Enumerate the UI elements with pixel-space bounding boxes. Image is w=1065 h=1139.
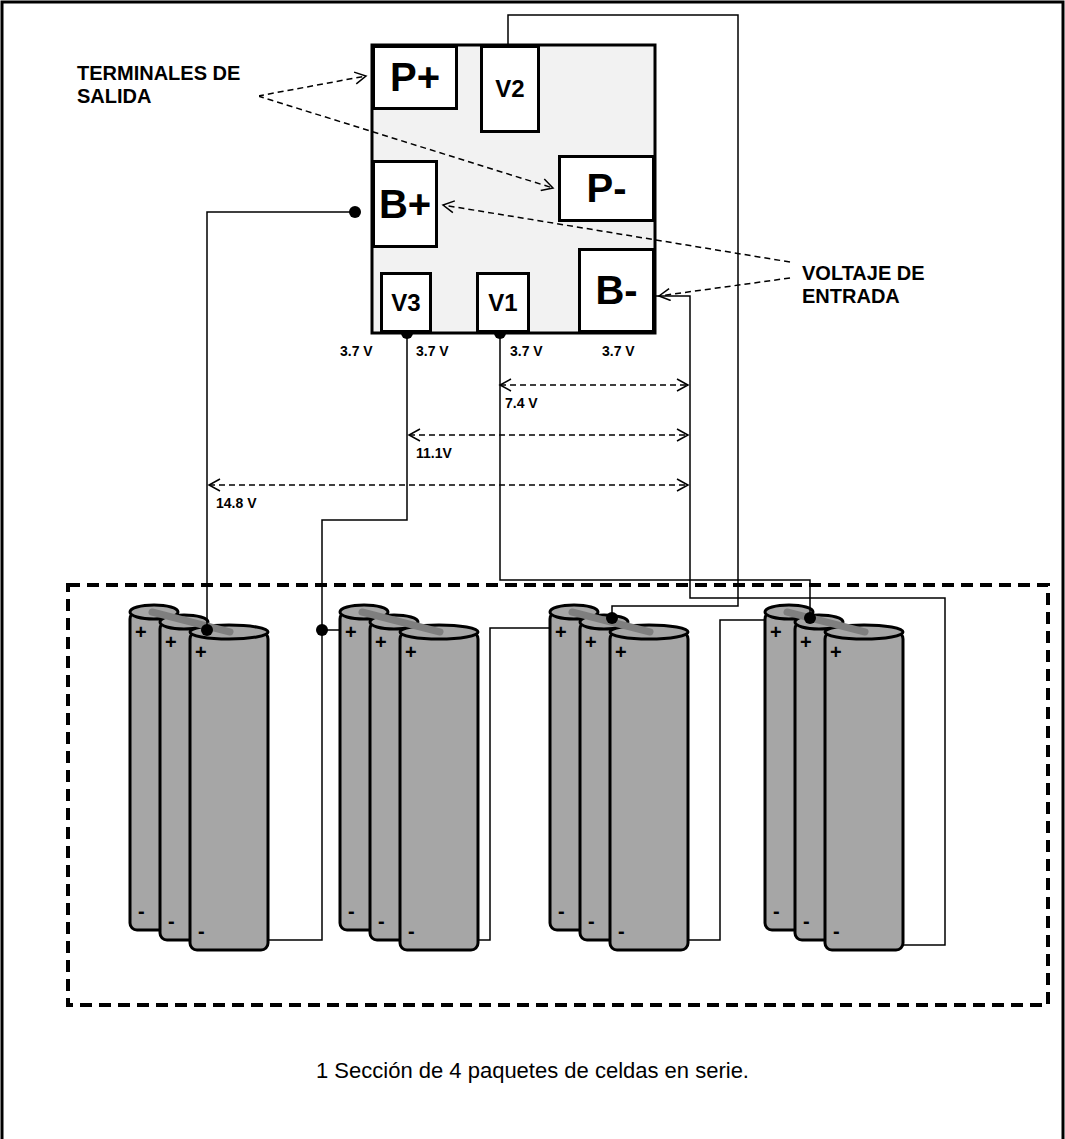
polarity-plus: + [405,641,417,664]
polarity-plus: + [375,631,387,654]
polarity-plus: + [585,631,597,654]
polarity-plus: + [615,641,627,664]
terminal-name: B+ [379,182,431,227]
battery-section [68,585,1048,1005]
dimension-value: 11.1V [414,445,454,461]
wire-v2 [508,15,738,618]
polarity-minus: - [348,900,355,923]
cell-voltage: 3.7 V [338,343,375,359]
series-link [478,628,550,940]
nickel-strip [572,612,650,632]
battery-cell [190,632,268,950]
callout-text: VOLTAJE DE ENTRADA [800,262,964,308]
wire-v3 [322,333,407,630]
polarity-minus: - [378,910,385,933]
polarity-plus: + [770,621,782,644]
terminal-name: V3 [391,289,420,317]
nickel-strip [362,612,440,632]
wire-bminus [650,296,945,945]
dimension-value: 7.4 V [503,395,540,411]
battery-cell [400,632,478,950]
terminal-pad: B+ [372,160,438,248]
terminal-name: B- [595,268,637,313]
battery-cells [130,605,903,950]
terminal-pad: V2 [480,45,540,133]
cell-voltage: 3.7 V [600,343,637,359]
dimension-arrows [209,385,688,485]
terminal-pad: P+ [372,45,458,110]
polarity-minus: - [618,920,625,943]
polarity-minus: - [558,900,565,923]
polarity-plus: + [165,631,177,654]
polarity-plus: + [195,641,207,664]
polarity-minus: - [588,910,595,933]
polarity-plus: + [345,621,357,644]
junction-dots [201,78,816,636]
polarity-minus: - [773,900,780,923]
terminal-pad: P- [558,155,655,222]
caption: 1 Sección de 4 paquetes de celdas en ser… [0,1058,1065,1084]
polarity-minus: - [833,920,840,943]
terminal-name: V1 [488,289,517,317]
cell-voltage: 3.7 V [508,343,545,359]
wire-v1 [500,333,810,618]
polarity-minus: - [168,910,175,933]
terminal-pad: V1 [476,272,530,333]
nickel-strip [152,612,230,632]
terminal-name: P+ [390,55,440,100]
callout-text: TERMINALES DE SALIDA [75,62,259,108]
series-link [268,630,340,940]
polarity-minus: - [803,910,810,933]
terminal-name: P- [587,166,627,211]
bms-board [372,45,655,333]
polarity-minus: - [198,920,205,943]
wires [207,15,945,945]
wire-bplus [207,212,355,630]
battery-cell [825,632,903,950]
nickel-strip [787,612,865,632]
series-link [688,620,765,940]
battery-cell [610,632,688,950]
dimension-value: 14.8 V [214,495,258,511]
terminal-pad: B- [578,248,655,333]
cell-voltage: 3.7 V [414,343,451,359]
polarity-plus: + [555,621,567,644]
terminal-name: V2 [495,75,524,103]
polarity-plus: + [135,621,147,644]
polarity-minus: - [408,920,415,943]
polarity-minus: - [138,900,145,923]
polarity-plus: + [830,641,842,664]
polarity-plus: + [800,631,812,654]
terminal-pad: V3 [380,272,432,333]
